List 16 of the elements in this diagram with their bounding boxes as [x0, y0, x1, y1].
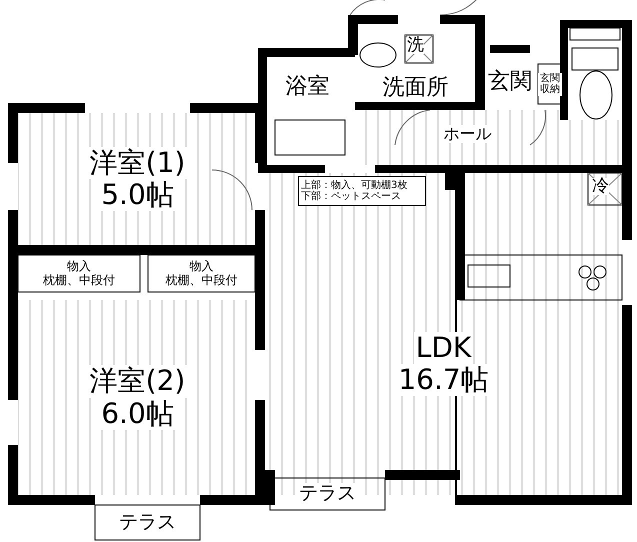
room-name: 枕棚、中段付 — [41, 274, 117, 288]
room-name: LDK — [414, 332, 474, 364]
room-name: 洋室(1) — [88, 146, 188, 179]
room-name: 玄関収納 — [538, 72, 562, 96]
room-name: 物入 — [65, 260, 93, 274]
room-name: 上部：物入、可動棚3枚 — [299, 180, 410, 191]
room-name: 5.0帖 — [99, 179, 176, 212]
room-name: 洋室(2) — [88, 365, 188, 398]
storage-box — [298, 176, 426, 206]
room-name: 物入 — [188, 260, 216, 274]
room-name: ホール — [442, 124, 494, 144]
room-name: 下部：ペットスペース — [299, 191, 403, 202]
symbol-label: 洗 — [407, 37, 424, 54]
room-name: 6.0帖 — [99, 398, 176, 430]
symbol-label: 冷 — [592, 178, 609, 195]
room-name: 枕棚、中段付 — [164, 274, 240, 288]
